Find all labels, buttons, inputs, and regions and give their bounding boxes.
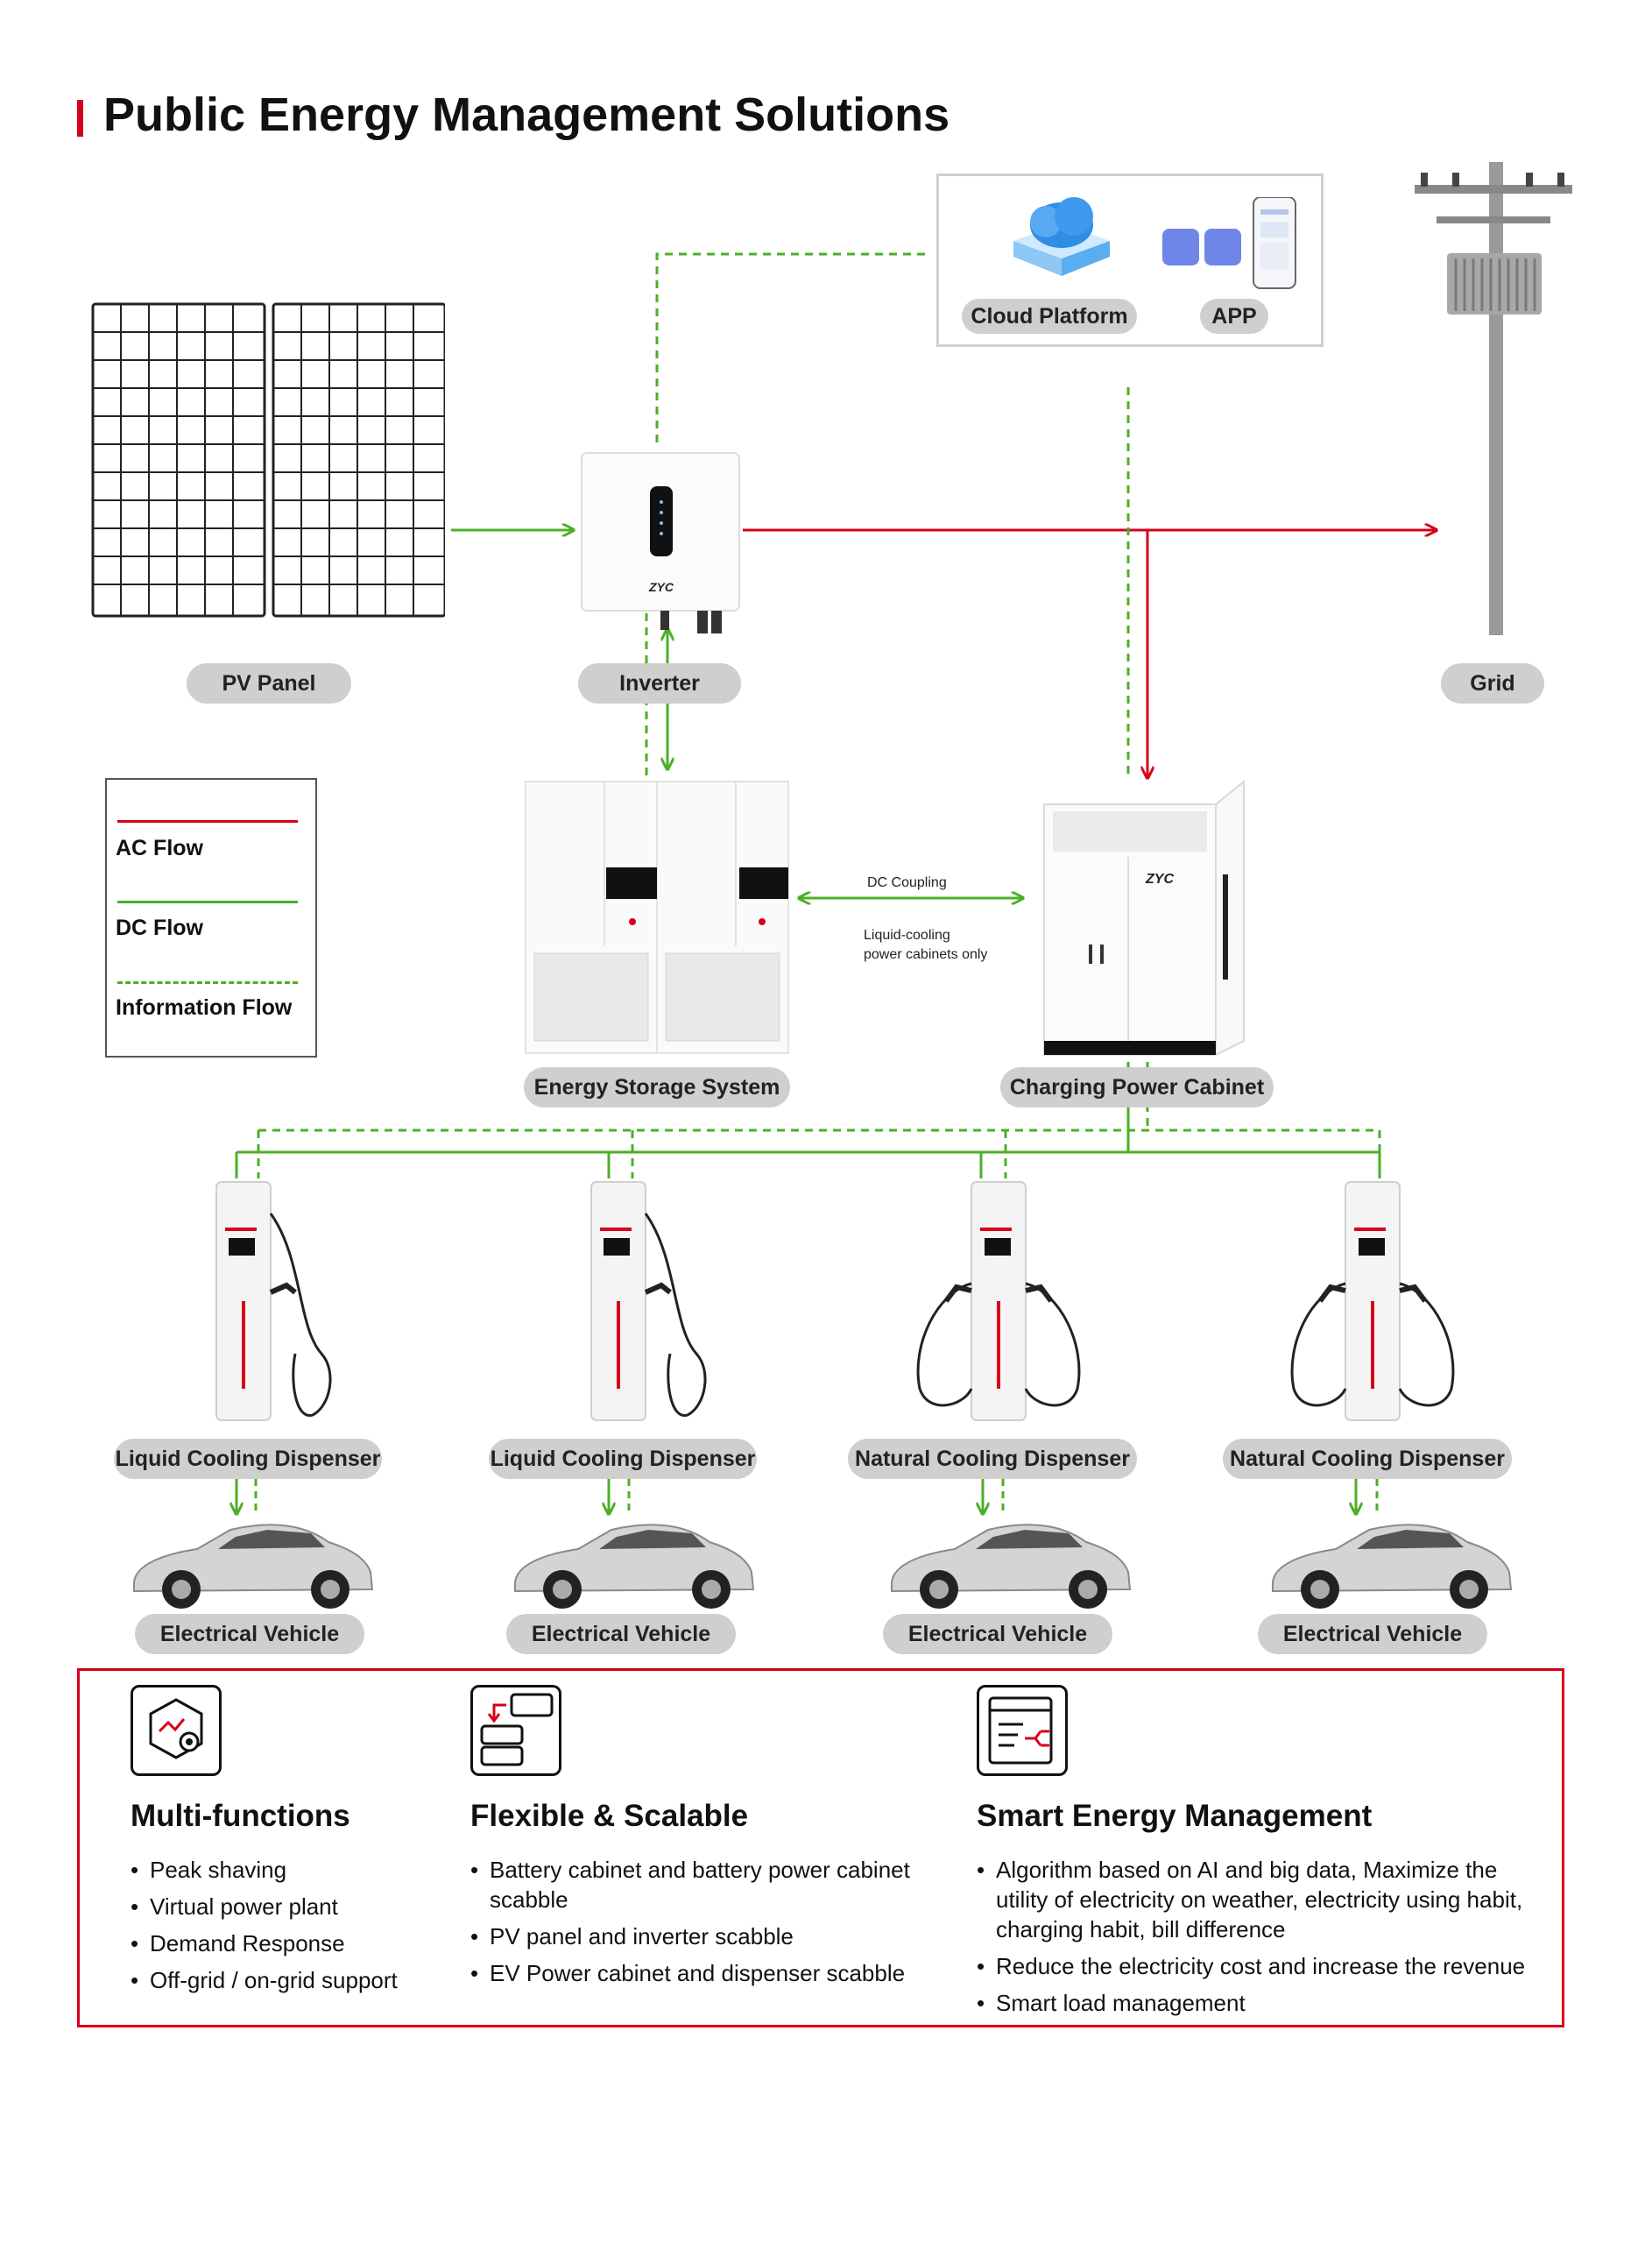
dc-coupling-note-2: power cabinets only bbox=[864, 947, 988, 962]
pv-panel-graphic bbox=[91, 302, 445, 618]
smart-energy-item: Algorithm based on AI and big data, Maxi… bbox=[977, 1855, 1537, 1944]
legend-ac-line bbox=[117, 820, 298, 823]
dispenser-3-graphic bbox=[916, 1181, 1081, 1421]
dispenser-vehicle-flows bbox=[237, 1479, 1379, 1516]
legend-dc-label: DC Flow bbox=[116, 916, 203, 940]
svg-text:ZYC: ZYC bbox=[648, 580, 674, 594]
multi-functions-item: Peak shaving bbox=[131, 1855, 428, 1885]
cloud-icon bbox=[1013, 197, 1110, 276]
pv-panel-left bbox=[91, 302, 266, 618]
energy-storage-graphic bbox=[525, 781, 789, 1054]
multi-functions-item: Off-grid / on-grid support bbox=[131, 1965, 428, 1995]
vehicle-1-label: Electrical Vehicle bbox=[135, 1614, 364, 1654]
multi-functions-title: Multi-functions bbox=[131, 1799, 350, 1833]
dispenser-4-label: Natural Cooling Dispenser bbox=[1223, 1439, 1512, 1479]
dc-coupling-note-1: Liquid-cooling bbox=[864, 928, 950, 943]
flexible-scalable-item: EV Power cabinet and dispenser scabble bbox=[470, 1958, 917, 1988]
legend: AC Flow DC Flow Information Flow bbox=[105, 778, 317, 1058]
vehicle-4-label: Electrical Vehicle bbox=[1258, 1614, 1487, 1654]
legend-info-label: Information Flow bbox=[116, 995, 293, 1020]
cloud-app-box: Cloud Platform APP bbox=[936, 173, 1324, 347]
dc-coupling-label: DC Coupling bbox=[867, 875, 947, 890]
vehicle-3-graphic bbox=[891, 1524, 1132, 1609]
inverter-graphic: ZYC bbox=[581, 452, 740, 633]
smart-energy-item: Reduce the electricity cost and increase… bbox=[977, 1951, 1537, 1981]
smart-energy-list: Algorithm based on AI and big data, Maxi… bbox=[977, 1855, 1537, 2025]
legend-dc-line bbox=[117, 901, 298, 903]
dispenser-4-graphic bbox=[1290, 1181, 1455, 1421]
grid-pole-graphic bbox=[1415, 162, 1572, 635]
dispenser-1-label: Liquid Cooling Dispenser bbox=[114, 1439, 382, 1479]
multi-functions-item: Virtual power plant bbox=[131, 1892, 428, 1921]
dispenser-3-label: Natural Cooling Dispenser bbox=[848, 1439, 1137, 1479]
multi-functions-icon bbox=[131, 1685, 222, 1776]
multi-functions-item: Demand Response bbox=[131, 1928, 428, 1958]
cloud-platform-label: Cloud Platform bbox=[962, 299, 1137, 334]
svg-text:ZYC: ZYC bbox=[1145, 872, 1174, 887]
flexible-scalable-title: Flexible & Scalable bbox=[470, 1799, 749, 1833]
smart-energy-icon bbox=[977, 1685, 1068, 1776]
charging-cabinet-graphic: ZYC bbox=[1043, 779, 1245, 1056]
flexible-scalable-icon bbox=[470, 1685, 561, 1776]
charging-cabinet-label: Charging Power Cabinet bbox=[1000, 1067, 1274, 1107]
flexible-scalable-item: PV panel and inverter scabble bbox=[470, 1921, 917, 1951]
vehicle-3-label: Electrical Vehicle bbox=[883, 1614, 1112, 1654]
smart-energy-title: Smart Energy Management bbox=[977, 1799, 1373, 1833]
app-label: APP bbox=[1200, 299, 1268, 334]
legend-ac-label: AC Flow bbox=[116, 836, 203, 860]
smart-energy-item: Smart load management bbox=[977, 1988, 1537, 2018]
vehicle-1-graphic bbox=[133, 1524, 374, 1609]
multi-functions-list: Peak shaving Virtual power plant Demand … bbox=[131, 1855, 428, 2002]
grid-label: Grid bbox=[1441, 663, 1544, 704]
inverter-cloud-info-flow bbox=[655, 252, 930, 442]
features-panel: Multi-functions Peak shaving Virtual pow… bbox=[77, 1668, 1564, 2027]
dispenser-2-graphic bbox=[590, 1181, 707, 1421]
inverter-label: Inverter bbox=[578, 663, 741, 704]
app-icon bbox=[1162, 197, 1296, 289]
vehicle-2-label: Electrical Vehicle bbox=[506, 1614, 736, 1654]
legend-info-line bbox=[117, 981, 298, 984]
pv-panel-label: PV Panel bbox=[187, 663, 351, 704]
vehicle-2-graphic bbox=[514, 1524, 755, 1609]
vehicle-4-graphic bbox=[1272, 1524, 1513, 1609]
energy-storage-label: Energy Storage System bbox=[524, 1067, 790, 1107]
page-title: Public Energy Management Solutions bbox=[103, 88, 950, 141]
dispenser-1-graphic bbox=[215, 1181, 332, 1421]
flexible-scalable-list: Battery cabinet and battery power cabine… bbox=[470, 1855, 917, 1995]
pv-panel-right bbox=[272, 302, 445, 618]
flexible-scalable-item: Battery cabinet and battery power cabine… bbox=[470, 1855, 917, 1914]
dispenser-2-label: Liquid Cooling Dispenser bbox=[489, 1439, 757, 1479]
title-accent-bar bbox=[77, 100, 83, 137]
